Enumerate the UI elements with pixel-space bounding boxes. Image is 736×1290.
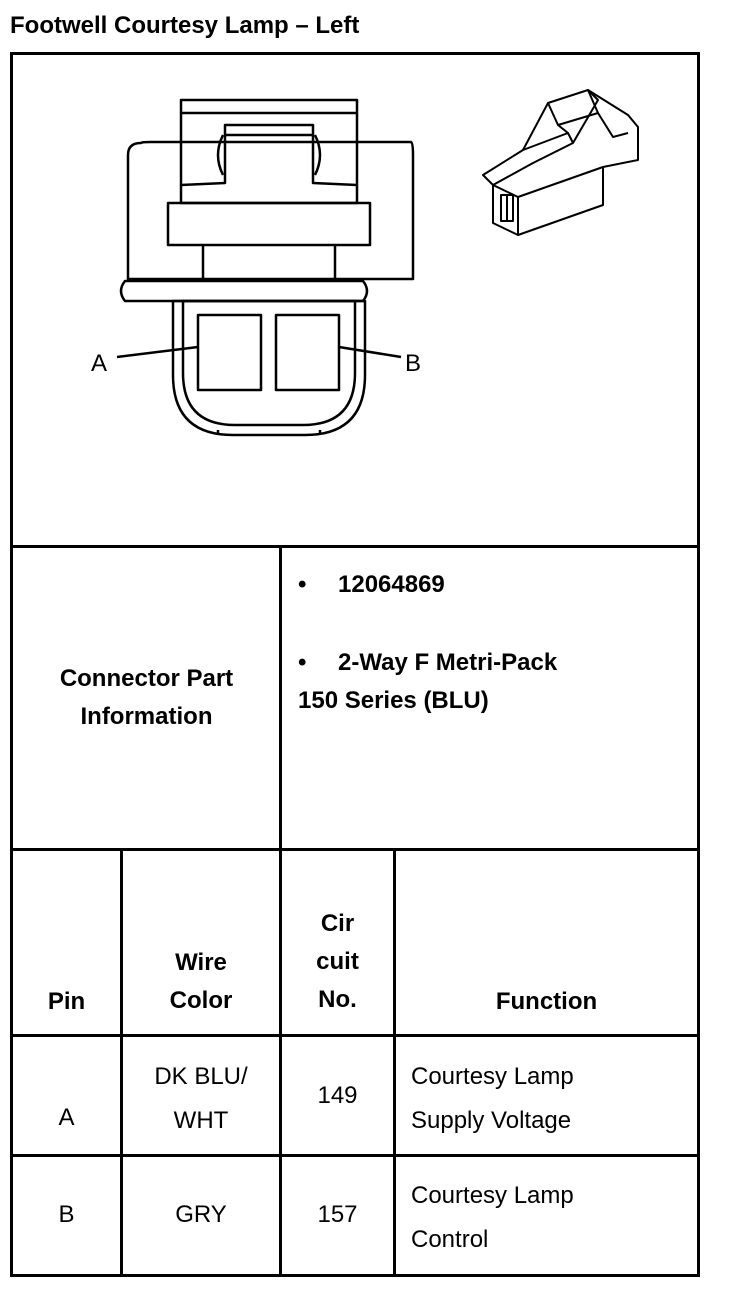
divider-info xyxy=(10,848,700,851)
row-a-wire-line1: DK BLU/ xyxy=(154,1063,248,1090)
header-wire-color: Wire Color xyxy=(123,944,279,1020)
divider-header xyxy=(10,1034,700,1037)
bullet-description: • xyxy=(298,649,307,676)
bullet-part-number: • xyxy=(298,571,307,598)
row-b-function-line2: Control xyxy=(411,1226,489,1253)
header-function: Function xyxy=(495,988,598,1015)
connector-info-label-line2: Information xyxy=(80,703,213,730)
connector-isometric-view xyxy=(482,89,639,236)
page-title: Footwell Courtesy Lamp – Left xyxy=(10,12,360,39)
pin-cavity-a xyxy=(196,313,263,392)
pin-b-label: B xyxy=(405,350,421,377)
pin-cavity-b xyxy=(274,313,341,392)
connector-table-frame xyxy=(10,52,700,1277)
divider-info-col xyxy=(279,545,282,851)
row-a-circuit: 149 xyxy=(317,1082,358,1109)
header-circuit-line3: No. xyxy=(318,986,357,1013)
connector-diagram: A B xyxy=(91,89,639,437)
part-number: 12064869 xyxy=(338,571,445,598)
header-circuit-line1: Cir xyxy=(320,910,355,937)
divider-row-a xyxy=(10,1154,700,1157)
header-pin: Pin xyxy=(47,988,86,1015)
pin-a-label: A xyxy=(91,350,107,377)
header-circuit-line2: cuit xyxy=(316,948,359,975)
connector-info-values: • 12064869 • 2-Way F Metri-Pack 150 Series… xyxy=(298,566,557,720)
connector-body xyxy=(126,140,415,281)
connector-description-line1: 2-Way F Metri-Pack xyxy=(338,649,558,676)
connector-latch xyxy=(179,98,359,205)
connector-face xyxy=(171,299,367,437)
divider-col-wire xyxy=(279,848,282,1277)
row-b-pin: B xyxy=(58,1201,75,1228)
connector-description-line2: 150 Series (BLU) xyxy=(298,687,489,714)
divider-diagram xyxy=(10,545,700,548)
row-a-pin: A xyxy=(58,1104,75,1131)
divider-col-circuit xyxy=(393,848,396,1277)
row-a-wire-line2: WHT xyxy=(173,1107,229,1134)
row-b-function: Courtesy Lamp Control xyxy=(411,1174,574,1262)
row-b-circuit: 157 xyxy=(317,1201,358,1228)
row-a-function-line2: Supply Voltage xyxy=(411,1107,572,1134)
connector-info-label: Connector Part Information xyxy=(13,548,280,848)
row-a-function-line1: Courtesy Lamp xyxy=(411,1063,574,1090)
divider-col-pin xyxy=(120,848,123,1277)
header-wire-color-line2: Color xyxy=(169,987,233,1014)
header-wire-color-line1: Wire xyxy=(175,949,227,976)
row-b-wire-color: GRY xyxy=(175,1201,227,1228)
row-a-function: Courtesy Lamp Supply Voltage xyxy=(411,1055,574,1143)
row-b-function-line1: Courtesy Lamp xyxy=(411,1182,574,1209)
pin-b-leader xyxy=(338,345,402,359)
row-a-wire-color: DK BLU/ WHT xyxy=(123,1055,279,1143)
connector-info-label-line1: Connector Part xyxy=(59,665,234,692)
header-circuit: Cir cuit No. xyxy=(282,905,393,1019)
pin-a-leader xyxy=(116,345,199,359)
